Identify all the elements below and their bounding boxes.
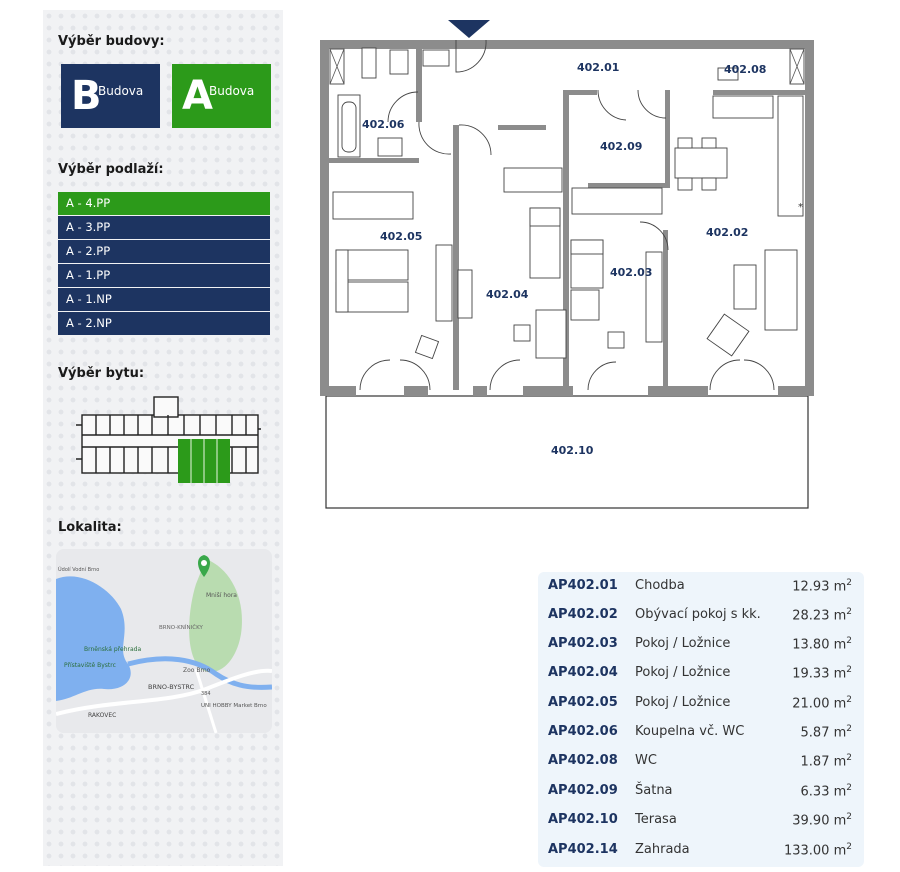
svg-text:*: * [798,202,803,213]
table-row: AP402.09 Šatna 6.33 m2 [548,783,852,800]
svg-text:BRNO-BYSTRC: BRNO-BYSTRC [148,683,195,691]
sidebar: Výběr budovy: B Budova A Budova Výběr po… [43,10,283,866]
floor-item-1np[interactable]: A - 1.NP [58,288,270,311]
building-a-label: Budova [209,84,255,98]
locality-section-title: Lokalita: [58,520,122,535]
floor-list: A - 4.PP A - 3.PP A - 2.PP A - 1.PP A - … [58,192,270,336]
room-label-402-06[interactable]: 402.06 [362,118,405,131]
floor-item-1pp[interactable]: A - 1.PP [58,264,270,287]
svg-text:UNI HOBBY Market Brno: UNI HOBBY Market Brno [201,703,267,709]
table-row: AP402.10 Terasa 39.90 m2 [548,812,852,829]
room-label-402-04[interactable]: 402.04 [486,288,529,301]
location-map[interactable]: Mniší hora BRNO-KNÍNIČKY Brněnská přehra… [56,549,272,733]
table-row: AP402.03 Pokoj / Ložnice 13.80 m2 [548,636,852,653]
svg-text:RAKOVEC: RAKOVEC [88,712,116,719]
room-label-402-08[interactable]: 402.08 [724,63,766,76]
building-minimap[interactable] [76,395,261,485]
room-label-402-10[interactable]: 402.10 [551,444,594,457]
building-b-letter: B [71,73,102,119]
table-row: AP402.01 Chodba 12.93 m2 [548,578,852,595]
room-label-402-01[interactable]: 402.01 [577,61,619,74]
table-row: AP402.06 Koupelna vč. WC 5.87 m2 [548,724,852,741]
table-row: AP402.14 Zahrada 133.00 m2 [548,842,852,859]
building-b-label: Budova [98,84,144,98]
apartment-section-title: Výběr bytu: [58,366,145,381]
svg-text:BRNO-KNÍNIČKY: BRNO-KNÍNIČKY [159,624,204,631]
svg-text:Mniší hora: Mniší hora [206,592,237,599]
table-row: AP402.05 Pokoj / Ložnice 21.00 m2 [548,695,852,712]
entrance-marker [448,20,490,38]
building-a-letter: A [182,73,213,119]
svg-text:Přístaviště Bystrc: Přístaviště Bystrc [64,662,116,669]
building-b-button[interactable]: B Budova [61,64,160,128]
area-table: AP402.01 Chodba 12.93 m2 AP402.02 Obývac… [538,572,864,867]
table-row: AP402.02 Obývací pokoj s kk. 28.23 m2 [548,607,852,624]
floor-item-3pp[interactable]: A - 3.PP [58,216,270,239]
room-label-402-03[interactable]: 402.03 [610,266,652,279]
floor-plan: * 402.01 402.08 402.06 402.09 402.02 402… [320,20,814,509]
floor-item-4pp[interactable]: A - 4.PP [58,192,270,215]
table-row: AP402.04 Pokoj / Ložnice 19.33 m2 [548,665,852,682]
room-label-402-09[interactable]: 402.09 [600,140,642,153]
svg-text:Údolí Vodní Brno: Údolí Vodní Brno [58,566,99,573]
room-label-402-02[interactable]: 402.02 [706,226,748,239]
floor-item-2pp[interactable]: A - 2.PP [58,240,270,263]
svg-text:Brněnská přehrada: Brněnská přehrada [84,646,141,653]
floor-item-2np[interactable]: A - 2.NP [58,312,270,335]
svg-text:384: 384 [201,691,211,697]
floor-section-title: Výběr podlaží: [58,162,164,177]
table-row: AP402.08 WC 1.87 m2 [548,753,852,770]
room-label-402-05[interactable]: 402.05 [380,230,422,243]
building-section-title: Výběr budovy: [58,34,165,49]
room-402-10[interactable] [325,395,809,509]
building-a-button[interactable]: A Budova [172,64,271,128]
svg-text:Zoo Brno: Zoo Brno [183,667,211,674]
